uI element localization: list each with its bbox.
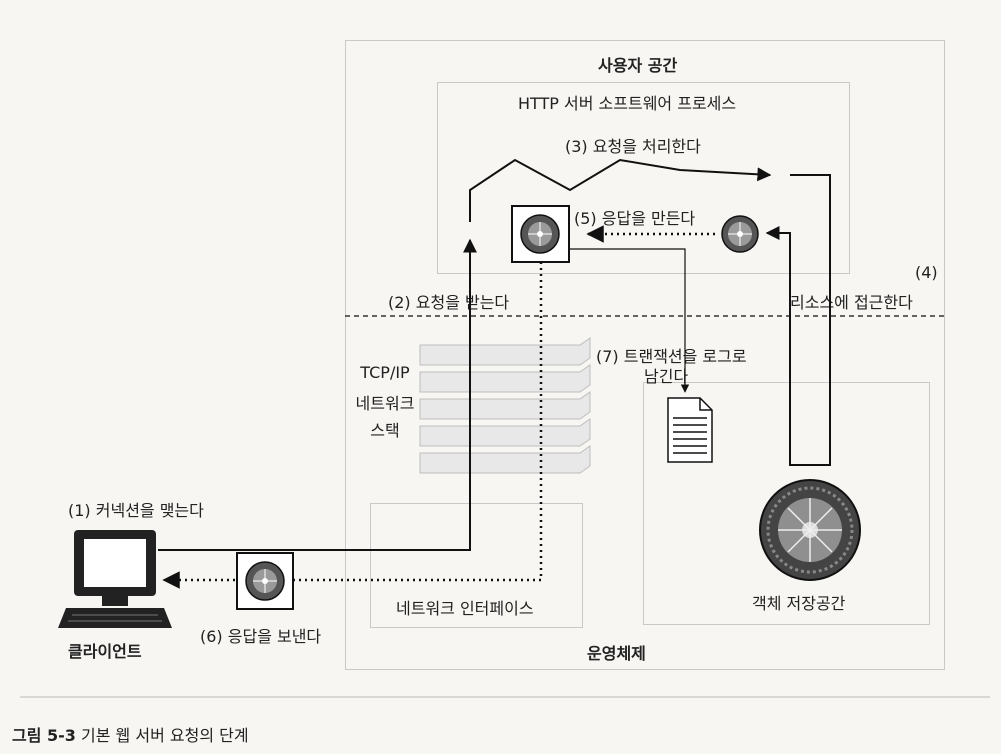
user-space-label: 사용자 공간 [598, 56, 678, 75]
network-interface-region [370, 503, 583, 628]
storage-disc-icon [759, 479, 861, 581]
step7-label-1: (7) 트랜잭션을 로그로 [596, 347, 747, 366]
figure-caption: 그림 5-3 기본 웹 서버 요청의 단계 [12, 722, 249, 746]
step5-label: (5) 응답을 만든다 [574, 209, 696, 228]
request-path-line [158, 238, 477, 551]
resource-disc-icon [721, 215, 759, 253]
response-built-icon [511, 205, 570, 263]
step4-label: 리소스에 접근한다 [790, 293, 913, 312]
step7-label-2: 남긴다 [644, 367, 689, 386]
log-transaction-line [570, 248, 690, 393]
http-software-region [437, 82, 850, 274]
response-sent-icon [236, 552, 294, 610]
tcpip-label-3: 스택 [370, 421, 400, 440]
user-space-region [345, 40, 945, 670]
caption-label: 그림 5-3 [12, 726, 76, 745]
step6-label: (6) 응답을 보낸다 [200, 627, 322, 646]
resource-access-line [765, 174, 831, 466]
tcpip-label-1: TCP/IP [360, 363, 410, 382]
send-response-line [162, 262, 543, 589]
step1-label: (1) 커넥션을 맺는다 [68, 501, 204, 520]
client-label: 클라이언트 [68, 642, 142, 661]
tcpip-label-2: 네트워크 [355, 394, 415, 413]
object-storage-label: 객체 저장공간 [752, 594, 846, 613]
object-storage-region [643, 382, 930, 625]
network-interface-label: 네트워크 인터페이스 [396, 599, 534, 618]
caption-text: 기본 웹 서버 요청의 단계 [81, 726, 249, 745]
step3-label: (3) 요청을 처리한다 [565, 137, 701, 156]
processing-path-line [469, 158, 772, 222]
step4-number: (4) [915, 263, 938, 282]
tcpip-stack-graphic [419, 337, 591, 474]
log-document-icon [667, 397, 713, 463]
step2-label: (2) 요청을 받는다 [388, 293, 510, 312]
os-label: 운영체제 [587, 644, 646, 663]
client-computer-icon [58, 530, 172, 628]
http-software-label: HTTP 서버 소프트웨어 프로세스 [518, 94, 737, 113]
